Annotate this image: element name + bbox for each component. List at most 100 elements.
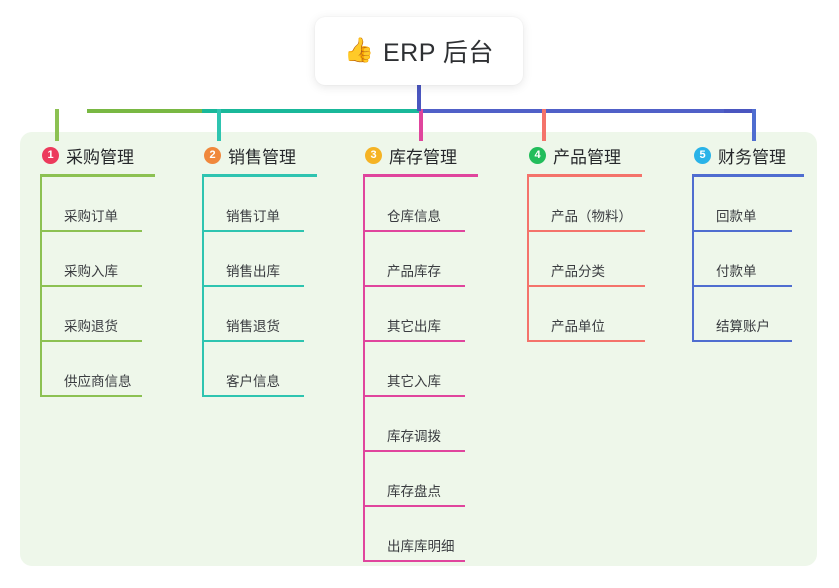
leaf-item[interactable]: 库存调拨 <box>363 397 478 452</box>
leaf-item-label: 产品分类 <box>551 264 605 279</box>
branch-leaf-list: 产品（物料） 产品分类产品单位 <box>527 177 645 342</box>
leaf-item-rule <box>204 285 304 287</box>
branch-column-5: 5 财务管理回款单付款单结算账户 <box>692 142 804 342</box>
leaf-item[interactable]: 回款单 <box>692 177 804 232</box>
leaf-item-rule <box>365 395 465 397</box>
bus-segment-4 <box>724 109 752 113</box>
branch-leaf-list: 销售订单销售出库销售退货客户信息 <box>202 177 317 397</box>
leaf-item-label: 销售出库 <box>226 264 280 279</box>
branch-number-badge: 4 <box>529 146 546 164</box>
drop-connector-5 <box>752 109 756 141</box>
drop-connector-4 <box>542 109 546 141</box>
leaf-item-label: 客户信息 <box>226 374 280 389</box>
bus-segment-3 <box>419 109 724 113</box>
leaf-item[interactable]: 采购入库 <box>40 232 155 287</box>
leaf-item-label: 供应商信息 <box>64 374 132 389</box>
leaf-item-label: 采购入库 <box>64 264 118 279</box>
branch-number-badge: 2 <box>204 146 221 164</box>
leaf-item-label: 付款单 <box>716 264 757 279</box>
branch-column-1: 1 采购管理采购订单采购入库采购退货供应商信息 <box>40 142 155 397</box>
root-node-card[interactable]: 👍 ERP 后台 <box>315 17 523 85</box>
leaf-item-rule <box>204 230 304 232</box>
leaf-item[interactable]: 采购退货 <box>40 287 155 342</box>
leaf-item-label: 其它出库 <box>387 319 441 334</box>
leaf-item-label: 回款单 <box>716 209 757 224</box>
branch-column-4: 4 产品管理产品（物料） 产品分类产品单位 <box>527 142 645 342</box>
branch-header-rule <box>363 174 478 177</box>
leaf-item-rule <box>365 505 465 507</box>
leaf-item[interactable]: 采购订单 <box>40 177 155 232</box>
branch-header-2[interactable]: 2 销售管理 <box>202 142 317 168</box>
leaf-item-label: 产品（物料） <box>551 209 632 224</box>
drop-connector-1 <box>55 109 59 141</box>
leaf-item-rule <box>694 340 792 342</box>
leaf-item[interactable]: 付款单 <box>692 232 804 287</box>
leaf-item-rule <box>365 285 465 287</box>
leaf-item[interactable]: 结算账户 <box>692 287 804 342</box>
leaf-item-rule <box>204 395 304 397</box>
branch-header-rule <box>527 174 642 177</box>
leaf-item[interactable]: 供应商信息 <box>40 342 155 397</box>
leaf-item-label: 库存调拨 <box>387 429 441 444</box>
branch-column-2: 2 销售管理销售订单销售出库销售退货客户信息 <box>202 142 317 397</box>
branch-number-badge: 3 <box>365 146 382 164</box>
branch-header-5[interactable]: 5 财务管理 <box>692 142 804 168</box>
leaf-item-rule <box>365 450 465 452</box>
leaf-item-label: 销售退货 <box>226 319 280 334</box>
branch-title: 财务管理 <box>718 147 786 167</box>
leaf-item-label: 采购退货 <box>64 319 118 334</box>
leaf-item-label: 库存盘点 <box>387 484 441 499</box>
leaf-item-rule <box>694 285 792 287</box>
leaf-item-label: 其它入库 <box>387 374 441 389</box>
leaf-item-label: 出库库明细 <box>387 539 455 554</box>
bus-segment-1 <box>87 109 202 113</box>
leaf-item-rule <box>42 230 142 232</box>
branch-title: 库存管理 <box>389 147 457 167</box>
branch-title: 销售管理 <box>228 147 296 167</box>
branch-header-1[interactable]: 1 采购管理 <box>40 142 155 168</box>
leaf-item-rule <box>204 340 304 342</box>
branch-leaf-list: 仓库信息产品库存其它出库其它入库库存调拨库存盘点出库库明细 <box>363 177 478 562</box>
leaf-item-rule <box>529 285 645 287</box>
leaf-item[interactable]: 销售出库 <box>202 232 317 287</box>
branch-header-rule <box>40 174 155 177</box>
leaf-item-rule <box>365 340 465 342</box>
branch-header-4[interactable]: 4 产品管理 <box>527 142 642 168</box>
leaf-item-label: 产品单位 <box>551 319 605 334</box>
leaf-item-rule <box>42 340 142 342</box>
branch-header-rule <box>692 174 804 177</box>
leaf-item[interactable]: 销售订单 <box>202 177 317 232</box>
diagram-board <box>20 132 817 566</box>
leaf-item[interactable]: 出库库明细 <box>363 507 478 562</box>
bus-segment-2 <box>202 109 419 113</box>
leaf-item-rule <box>42 285 142 287</box>
leaf-item[interactable]: 产品库存 <box>363 232 478 287</box>
leaf-item-label: 采购订单 <box>64 209 118 224</box>
thumbs-up-icon: 👍 <box>344 37 374 64</box>
branch-column-3: 3 库存管理仓库信息产品库存其它出库其它入库库存调拨库存盘点出库库明细 <box>363 142 478 562</box>
leaf-item[interactable]: 库存盘点 <box>363 452 478 507</box>
leaf-item[interactable]: 产品分类 <box>527 232 645 287</box>
leaf-item-label: 销售订单 <box>226 209 280 224</box>
leaf-item-rule <box>694 230 792 232</box>
leaf-item[interactable]: 销售退货 <box>202 287 317 342</box>
branch-header-3[interactable]: 3 库存管理 <box>363 142 478 168</box>
leaf-item[interactable]: 产品单位 <box>527 287 645 342</box>
branch-title: 产品管理 <box>553 147 621 167</box>
branch-title: 采购管理 <box>66 147 134 167</box>
leaf-item-rule <box>365 560 465 562</box>
leaf-item[interactable]: 仓库信息 <box>363 177 478 232</box>
page-title: ERP 后台 <box>382 39 494 67</box>
branch-number-badge: 1 <box>42 146 59 164</box>
branch-number-badge: 5 <box>694 146 711 164</box>
drop-connector-2 <box>217 109 221 141</box>
branch-leaf-list: 采购订单采购入库采购退货供应商信息 <box>40 177 155 397</box>
root-stem-connector <box>417 85 421 111</box>
leaf-item[interactable]: 产品（物料） <box>527 177 645 232</box>
leaf-item[interactable]: 其它出库 <box>363 287 478 342</box>
leaf-item[interactable]: 客户信息 <box>202 342 317 397</box>
leaf-item-rule <box>42 395 142 397</box>
leaf-item[interactable]: 其它入库 <box>363 342 478 397</box>
leaf-item-rule <box>529 340 645 342</box>
